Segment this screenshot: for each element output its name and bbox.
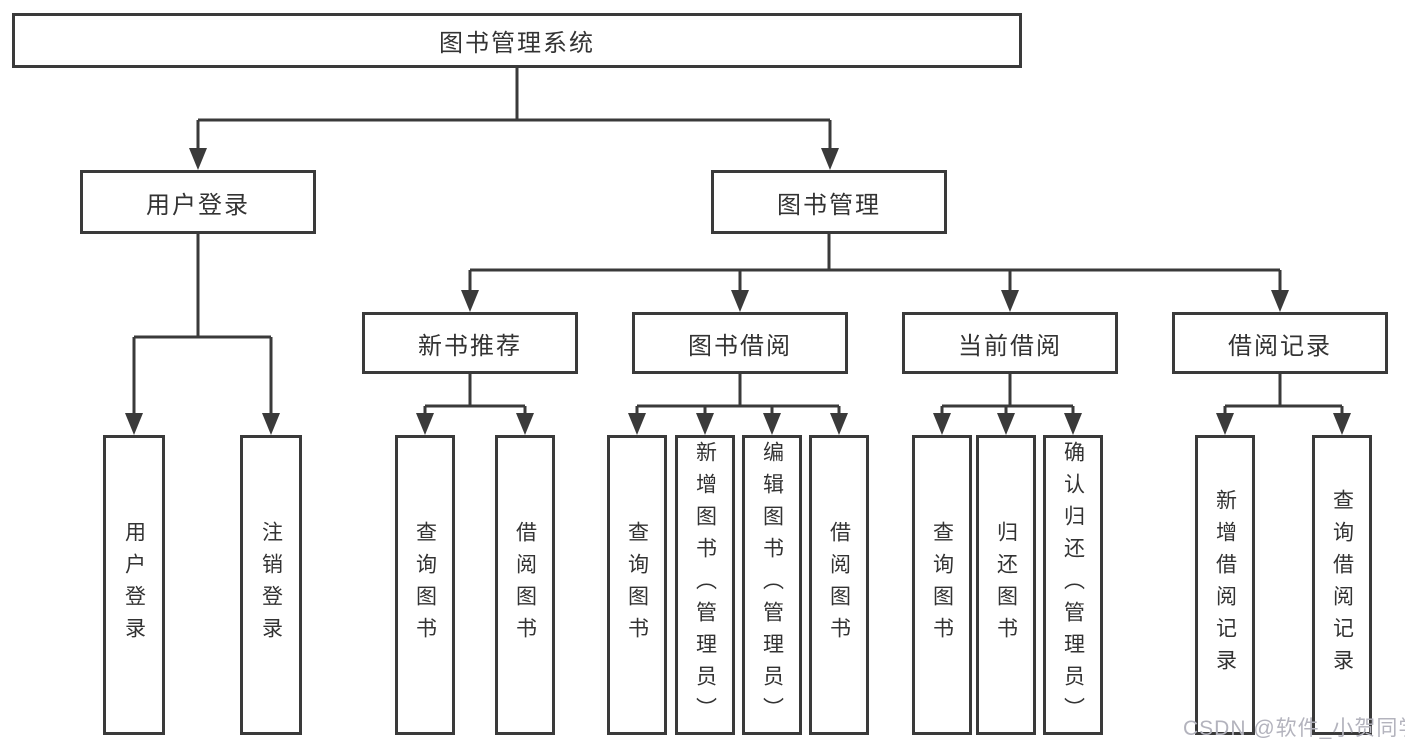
leaf-label: 借阅图书: [513, 521, 537, 649]
leaf-return-books: 归还图书: [976, 435, 1036, 735]
leaf-query-borrow-record: 查询借阅记录: [1312, 435, 1372, 735]
leaf-edit-books-admin: 编辑图书（管理员）: [742, 435, 802, 735]
leaf-borrow-books: 借阅图书: [809, 435, 869, 735]
node-label: 图书管理: [777, 191, 881, 219]
leaf-label: 新增图书（管理员）: [693, 441, 717, 729]
leaf-label: 用户登录: [122, 521, 146, 649]
node-borrowing-records: 借阅记录: [1172, 312, 1388, 374]
leaf-add-books-admin: 新增图书（管理员）: [675, 435, 735, 735]
node-library-management-system: 图书管理系统: [12, 13, 1022, 68]
node-user-login: 用户登录: [80, 170, 316, 234]
leaf-add-borrow-record: 新增借阅记录: [1195, 435, 1255, 735]
leaf-label: 注销登录: [259, 521, 283, 649]
leaf-borrow-books-recommend: 借阅图书: [495, 435, 555, 735]
node-label: 新书推荐: [418, 332, 522, 360]
leaf-label: 新增借阅记录: [1213, 489, 1237, 681]
node-label: 用户登录: [146, 191, 250, 219]
node-current-borrowing: 当前借阅: [902, 312, 1118, 374]
leaf-label: 借阅图书: [827, 521, 851, 649]
leaf-query-books-borrow: 查询图书: [607, 435, 667, 735]
leaf-query-books-current: 查询图书: [912, 435, 972, 735]
csdn-watermark: CSDN @软件_小贺同学: [1183, 717, 1405, 740]
leaf-label: 查询借阅记录: [1330, 489, 1354, 681]
leaf-label: 确认归还（管理员）: [1061, 441, 1085, 729]
leaf-label: 编辑图书（管理员）: [760, 441, 784, 729]
leaf-query-books-recommend: 查询图书: [395, 435, 455, 735]
node-label: 图书管理系统: [439, 30, 595, 57]
leaf-confirm-return-admin: 确认归还（管理员）: [1043, 435, 1103, 735]
node-book-borrowing: 图书借阅: [632, 312, 848, 374]
node-new-book-recommend: 新书推荐: [362, 312, 578, 374]
node-book-management: 图书管理: [711, 170, 947, 234]
leaf-label: 查询图书: [625, 521, 649, 649]
leaf-label: 查询图书: [930, 521, 954, 649]
node-label: 当前借阅: [958, 332, 1062, 360]
leaf-label: 查询图书: [413, 521, 437, 649]
leaf-user-login: 用户登录: [103, 435, 165, 735]
node-label: 图书借阅: [688, 332, 792, 360]
node-label: 借阅记录: [1228, 332, 1332, 360]
leaf-label: 归还图书: [994, 521, 1018, 649]
leaf-logout: 注销登录: [240, 435, 302, 735]
